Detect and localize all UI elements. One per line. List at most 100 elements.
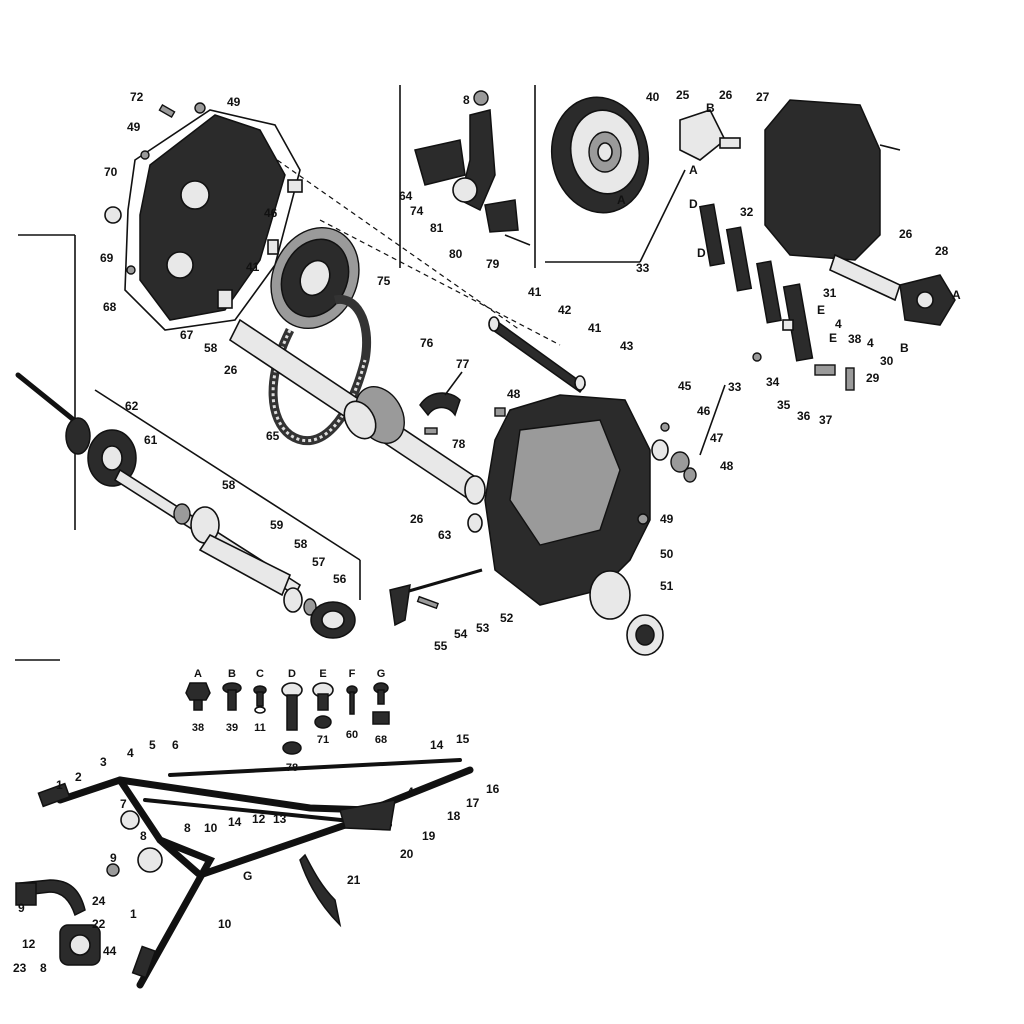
callout-74: 74	[410, 204, 424, 218]
callout-48: 48	[720, 459, 734, 473]
callout-51: 51	[660, 579, 674, 593]
callout-43: 43	[620, 339, 634, 353]
plug-49	[637, 513, 649, 525]
shift-fork	[419, 371, 506, 435]
pin-49	[140, 150, 150, 160]
shaft-42	[488, 316, 587, 394]
callout-49: 49	[227, 95, 241, 109]
callout-41: 41	[588, 321, 602, 335]
letter-e: E	[817, 303, 825, 317]
callout-58: 58	[294, 537, 308, 551]
main-gearbox	[467, 394, 697, 656]
callout-8: 8	[40, 961, 47, 975]
clamp-9	[137, 847, 163, 873]
pulley	[550, 96, 650, 214]
callout-21: 21	[347, 873, 361, 887]
callout-25: 25	[676, 88, 690, 102]
callout-69: 69	[100, 251, 114, 265]
hardware-b	[222, 682, 242, 711]
callout-40: 40	[646, 90, 660, 104]
grip-1b	[131, 945, 157, 979]
callout-16: 16	[486, 782, 500, 796]
callout-50: 50	[660, 547, 674, 561]
axle-26	[829, 253, 901, 302]
callout-41: 41	[246, 260, 260, 274]
grip-1	[37, 782, 71, 808]
callout-35: 35	[777, 398, 791, 412]
hardware-letter-e: E	[319, 668, 326, 680]
callout-1: 1	[56, 778, 63, 792]
callout-57: 57	[312, 555, 326, 569]
hub-62	[65, 417, 91, 455]
bearing-boss	[180, 180, 210, 210]
callout-26: 26	[224, 363, 238, 377]
callout-48: 48	[507, 387, 521, 401]
callout-4: 4	[407, 785, 414, 799]
callout-68: 68	[103, 300, 117, 314]
hardware-number-c: 11	[254, 722, 266, 734]
callout-3: 3	[100, 755, 107, 769]
hardware-a	[185, 682, 211, 711]
letter-e: E	[829, 331, 837, 345]
hardware-legend	[185, 682, 390, 755]
bushing-46	[287, 179, 303, 193]
callout-81: 81	[430, 221, 444, 235]
callout-61: 61	[144, 433, 158, 447]
bracket-25	[679, 109, 727, 161]
letter-b: B	[706, 101, 715, 115]
letter-labels: A B D D E E A B A G	[243, 101, 961, 883]
callout-52: 52	[500, 611, 514, 625]
callout-20: 20	[400, 847, 414, 861]
callout-72: 72	[130, 90, 144, 104]
hardware-letter-d: D	[288, 668, 296, 680]
plug-49	[194, 102, 206, 114]
callout-9: 9	[110, 851, 117, 865]
callout-5: 5	[149, 738, 156, 752]
callout-70: 70	[104, 165, 118, 179]
callout-13: 13	[273, 812, 287, 826]
hardware-d	[281, 682, 303, 755]
hardware-e	[312, 682, 334, 729]
callout-18: 18	[447, 809, 461, 823]
callout-76: 76	[420, 336, 434, 350]
seal-50	[589, 570, 631, 620]
callout-27: 27	[756, 90, 770, 104]
lever-21	[299, 853, 342, 928]
letter-b: B	[900, 341, 909, 355]
callout-63: 63	[438, 528, 452, 542]
callout-56: 56	[333, 572, 347, 586]
callout-33: 33	[728, 380, 742, 394]
callout-46: 46	[697, 404, 711, 418]
callout-36: 36	[797, 409, 811, 423]
callout-10: 10	[218, 917, 232, 931]
hardware-letter-c: C	[256, 668, 264, 680]
bracket-assembly	[414, 90, 531, 246]
callout-10: 10	[204, 821, 218, 835]
callout-2: 2	[75, 770, 82, 784]
callout-38: 38	[848, 332, 862, 346]
callout-1: 1	[130, 907, 137, 921]
callout-4: 4	[867, 336, 874, 350]
callout-32: 32	[740, 205, 754, 219]
hardware-f	[346, 685, 358, 715]
bushing-58	[283, 587, 303, 613]
callout-30: 30	[880, 354, 894, 368]
callout-9: 9	[18, 901, 25, 915]
callout-26: 26	[719, 88, 733, 102]
letter-a: A	[952, 288, 961, 302]
callout-79: 79	[486, 257, 500, 271]
callout-58: 58	[222, 478, 236, 492]
clutch-plates	[699, 203, 855, 391]
callout-77: 77	[456, 357, 470, 371]
bracket-19	[339, 799, 396, 831]
hardware-letter-f: F	[349, 668, 356, 680]
callout-45: 45	[678, 379, 692, 393]
callout-49: 49	[127, 120, 141, 134]
callout-12: 12	[22, 937, 36, 951]
callout-28: 28	[935, 244, 949, 258]
callout-22: 22	[92, 917, 106, 931]
letter-d: D	[689, 197, 698, 211]
callout-67: 67	[180, 328, 194, 342]
nut-48	[683, 467, 697, 483]
